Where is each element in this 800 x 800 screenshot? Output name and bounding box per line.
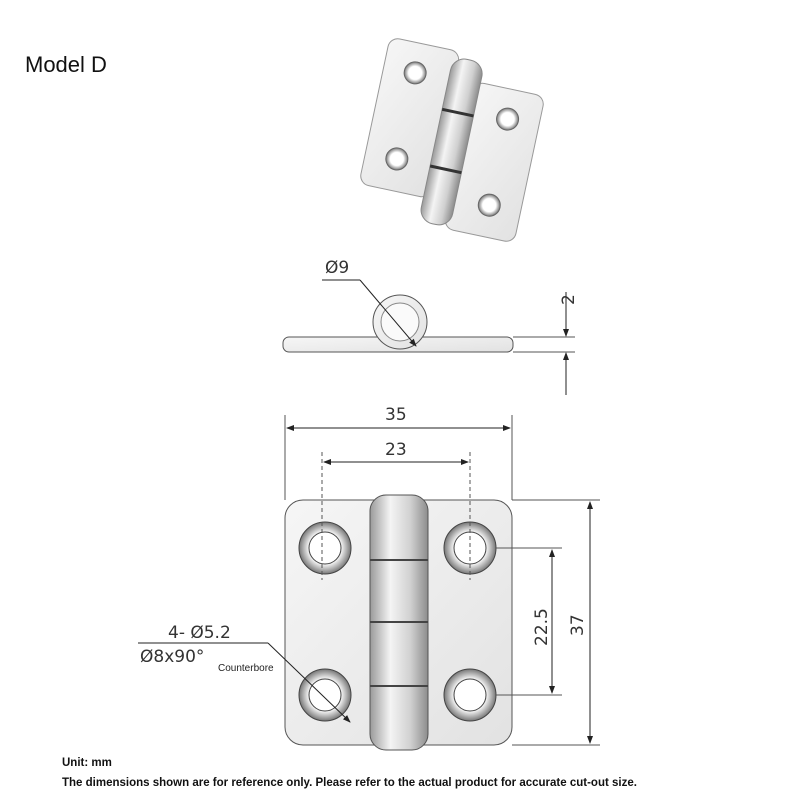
unit-note: Unit: mm — [62, 757, 112, 769]
side-view: Ø9 2 — [282, 258, 579, 395]
hole-spec-line2: Ø8x90° — [140, 647, 204, 667]
model-title: Model D — [25, 52, 107, 77]
disclaimer-note: The dimensions shown are for reference o… — [62, 777, 637, 789]
hinge-photo — [360, 38, 544, 242]
overall-height-label: 37 — [568, 614, 588, 636]
overall-width-label: 35 — [385, 405, 407, 425]
hole-spec-line1: 4- Ø5.2 — [168, 623, 231, 643]
knuckle-diameter-label: Ø9 — [325, 258, 349, 278]
hole-type-label: Counterbore — [218, 663, 274, 674]
hole-spacing-vertical-label: 22.5 — [532, 608, 552, 646]
thickness-label: 2 — [559, 294, 579, 305]
front-view: 35 23 37 22.5 4- Ø5.2 Ø8x90° Counterbore — [138, 405, 600, 751]
hole-spacing-horizontal-label: 23 — [385, 440, 407, 460]
